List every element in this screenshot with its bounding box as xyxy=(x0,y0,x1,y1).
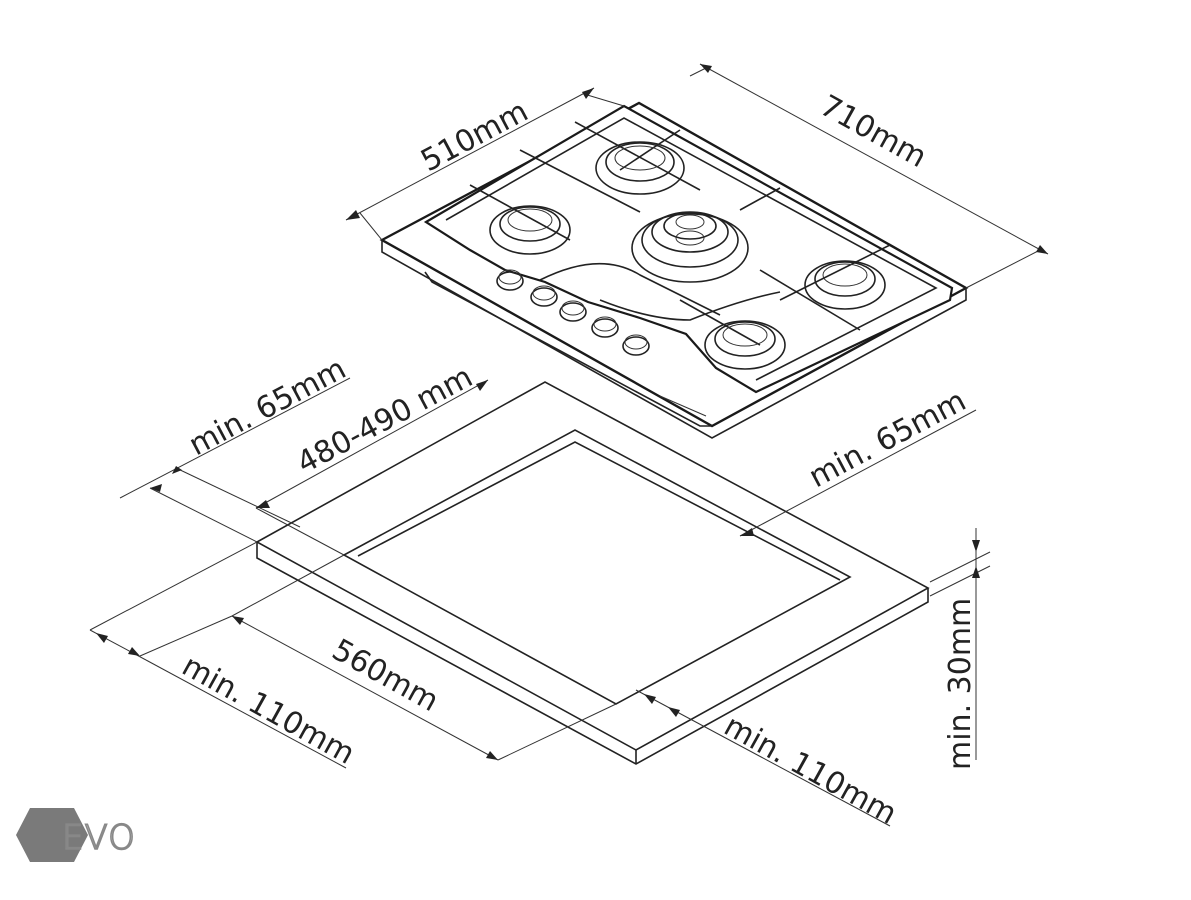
control-knobs xyxy=(496,269,650,356)
pan-support-bar xyxy=(779,244,891,301)
label-worktop-thickness: min. 30mm xyxy=(943,598,978,770)
pan-support-inner xyxy=(445,117,938,381)
cutout-depth-dimension xyxy=(255,379,489,556)
hob-width-dimension xyxy=(689,63,1049,289)
clearance-front-left-dimension xyxy=(89,541,347,769)
hob-brand-strip xyxy=(659,395,707,417)
pan-support-bar xyxy=(619,129,681,171)
label-clearance-right: min. 65mm xyxy=(803,383,972,495)
clearance-back-dimension xyxy=(119,377,351,543)
burner-rear-left xyxy=(489,205,571,255)
clearance-front-right-dimension xyxy=(635,689,891,827)
burner-rear-middle xyxy=(595,141,685,195)
cutout-inner-edge xyxy=(357,441,841,581)
hexagon-logo-icon xyxy=(16,808,74,862)
pan-support-bar xyxy=(469,184,571,241)
worktop-thickness-dimension xyxy=(929,528,991,760)
knob-1 xyxy=(496,269,524,291)
label-clearance-front-left: min. 110mm xyxy=(176,648,360,771)
burner-front xyxy=(704,320,786,370)
pan-support-frame xyxy=(423,104,954,394)
hob-depth-dimension xyxy=(345,87,625,241)
hob-plate-edge xyxy=(381,240,967,439)
pan-support-bar xyxy=(679,299,761,346)
pan-support-bar xyxy=(739,187,781,211)
pan-support-bar xyxy=(539,262,721,316)
knob-5 xyxy=(622,334,650,356)
cutout-opening xyxy=(342,429,852,705)
label-clearance-front-right: min. 110mm xyxy=(718,708,902,831)
knob-4 xyxy=(591,316,619,338)
knob-2 xyxy=(530,285,558,307)
label-hob-depth: 510mm xyxy=(415,94,534,179)
pan-support-bar xyxy=(599,291,781,321)
label-hob-width: 710mm xyxy=(814,88,932,175)
burner-right xyxy=(804,260,886,310)
knob-3 xyxy=(559,300,587,322)
clearance-right-dimension xyxy=(739,409,977,537)
pan-support-bar xyxy=(574,121,701,191)
gas-hob xyxy=(379,101,969,439)
pan-support-bar xyxy=(759,269,861,331)
pan-support-bar xyxy=(519,149,641,213)
evo-logo: EVO xyxy=(16,808,136,862)
hob-underside xyxy=(424,271,712,427)
label-cutout-width: 560mm xyxy=(326,632,444,719)
burner-wok-center xyxy=(631,211,749,283)
logo-text: EVO xyxy=(62,818,136,858)
cutout-width-dimension xyxy=(231,554,617,761)
